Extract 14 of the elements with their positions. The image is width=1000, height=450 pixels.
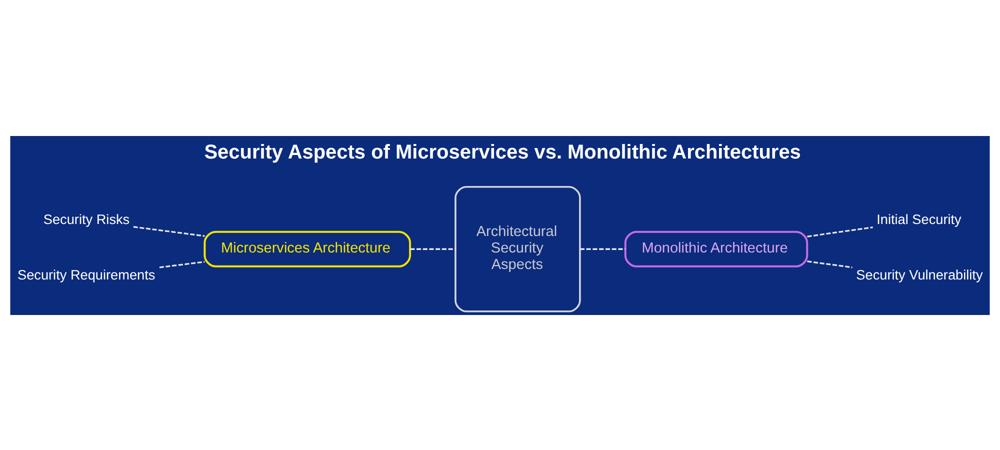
node-text: Security Requirements: [18, 267, 156, 282]
node-box: Microservices Architecture: [204, 230, 412, 267]
connector: [807, 226, 873, 237]
connector: [133, 226, 205, 236]
diagram-title: Security Aspects of Microservices vs. Monolithic Architectures: [204, 140, 801, 163]
connector: [410, 248, 456, 250]
node-box: Monolithic Architecture: [624, 230, 808, 267]
connector: [580, 248, 626, 250]
connector: [159, 260, 205, 268]
node-box: Architectural Security Aspects: [454, 185, 581, 312]
node-text: Security Vulnerability: [856, 267, 983, 282]
connector: [807, 260, 852, 268]
node-text: Initial Security: [876, 212, 962, 227]
node-text: Security Risks: [43, 212, 130, 227]
